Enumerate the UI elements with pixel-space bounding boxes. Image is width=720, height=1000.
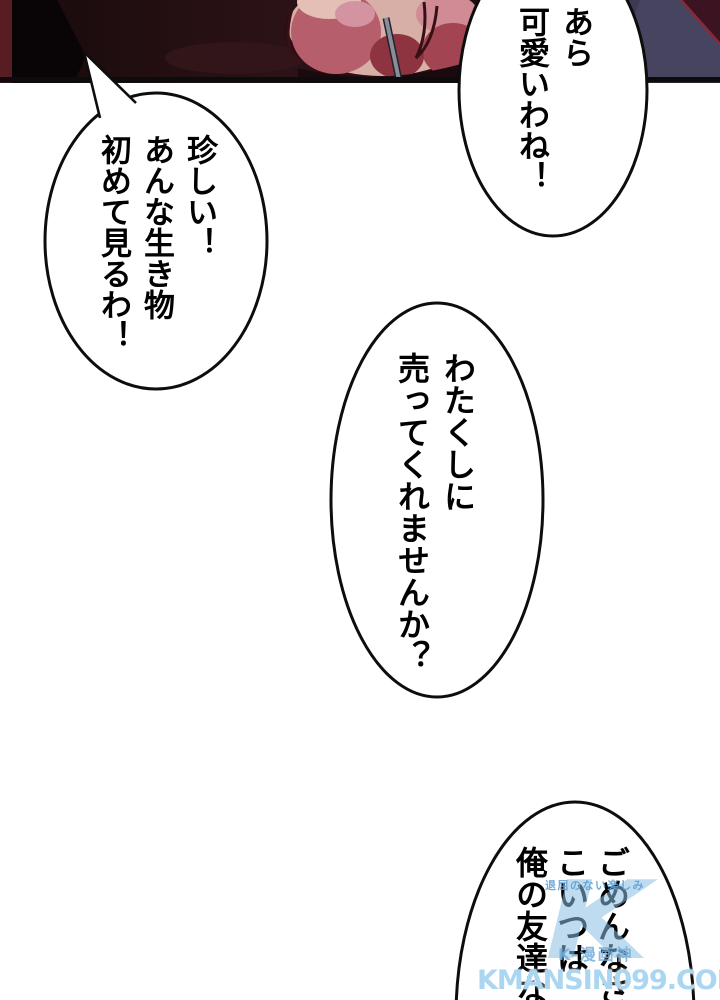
bubble-upper-left-tail (82, 51, 137, 119)
speech-line: 俺の友達な (511, 846, 549, 1000)
speech-line: こいつは (552, 846, 590, 974)
speech-line: 可愛いわね！ (513, 6, 549, 192)
character-silhouette (12, 0, 86, 83)
bubble-text-bottom-right: ごめんなさ こいつは 俺の友達な (506, 846, 632, 1000)
flesh-creature-shapes (284, 0, 484, 83)
bubble-text-upper-left: 珍しい！ あんな生き物 初めて見るわ！ (86, 134, 220, 384)
watermark-logo-caption: K-漫画神 (558, 945, 634, 964)
bubble-text-top-right: あら 可愛いわね！ (507, 6, 597, 246)
speech-line: 珍しい！ (181, 134, 217, 258)
background-streak (165, 42, 305, 74)
left-red-sliver (0, 0, 13, 83)
panel-border-line (0, 77, 720, 83)
speech-line: あら (557, 6, 593, 68)
speech-line: 初めて見るわ！ (95, 134, 131, 351)
bubble-upper-left-shape (43, 91, 269, 391)
speech-line: わたくしに (439, 352, 477, 512)
bubble-top-right-shape (457, 0, 649, 238)
speech-line: ごめんなさ (593, 846, 631, 1000)
bubble-bottom-right-shape (454, 800, 696, 1000)
speech-line: あんな生き物 (138, 134, 174, 320)
bubble-middle-shape (329, 301, 545, 699)
metal-rod (382, 17, 403, 81)
watermark-site-url: KMANSIN099.COM (477, 965, 720, 996)
speech-line: 売ってくれませんか？ (393, 352, 431, 672)
watermark-logo-k: K (545, 859, 650, 984)
watermark-slogan: 退屈のない楽しみ (545, 879, 645, 892)
bubble-text-middle: わたくしに 売ってくれませんか？ (389, 352, 481, 692)
